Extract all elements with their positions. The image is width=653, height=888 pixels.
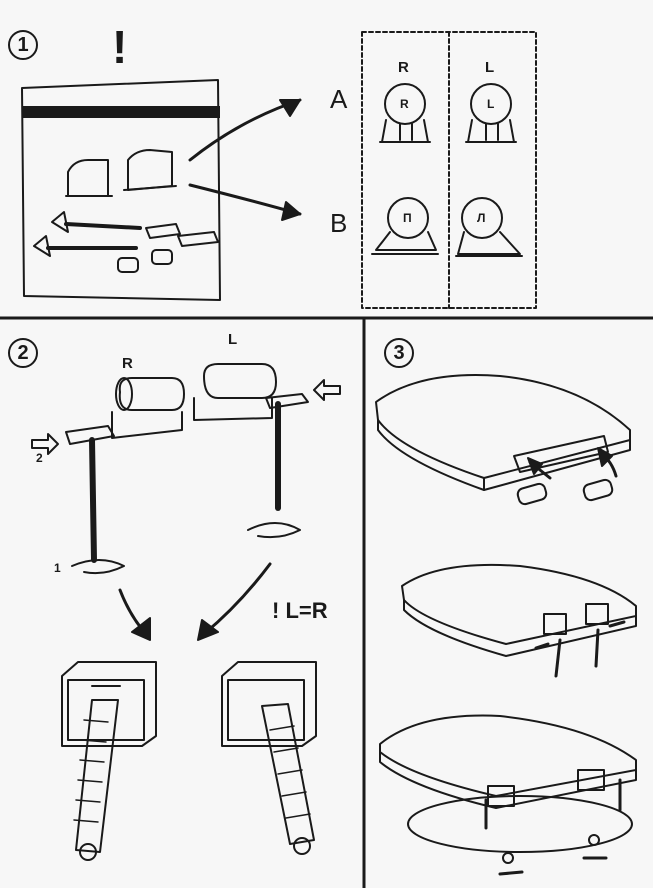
step-number-1: 1 <box>8 30 38 60</box>
push-step-number: 2 <box>36 451 43 465</box>
seat-step-a <box>375 374 631 506</box>
hinge-b-right-mark: П <box>403 211 412 225</box>
hinge-left-label: L <box>228 331 238 348</box>
hinges-equal-note: ! L=R <box>272 598 328 623</box>
hinge-right-label: R <box>122 355 133 372</box>
hinge-a-left-mark: L <box>487 97 495 111</box>
push-arrow-left <box>313 379 341 401</box>
panel2-hinges <box>31 363 341 641</box>
hinge-a-right <box>379 83 431 143</box>
installed-hinge-left <box>61 661 157 861</box>
ring-step-number: 1 <box>54 561 61 575</box>
hinge-b-left-mark: Л <box>477 211 486 225</box>
step-number-2: 2 <box>8 338 38 368</box>
step-number-3: 3 <box>384 338 414 368</box>
push-arrow-right <box>31 433 59 455</box>
option-a-label: A <box>330 84 348 114</box>
column-left-label: L <box>485 59 495 76</box>
installed-hinge-right <box>221 661 317 855</box>
seat-step-b <box>401 563 637 678</box>
option-b-label: B <box>330 208 348 238</box>
seat-step-c <box>379 714 637 876</box>
hinge-a-left <box>465 83 517 143</box>
hinge-b-left <box>455 197 523 257</box>
column-right-label: R <box>398 59 409 76</box>
warning-mark: ! <box>112 21 128 73</box>
hinge-a-right-mark: R <box>400 97 409 111</box>
hinge-b-right <box>371 197 439 255</box>
toilet-bowl-rim <box>407 795 633 853</box>
parts-bag <box>21 79 221 301</box>
